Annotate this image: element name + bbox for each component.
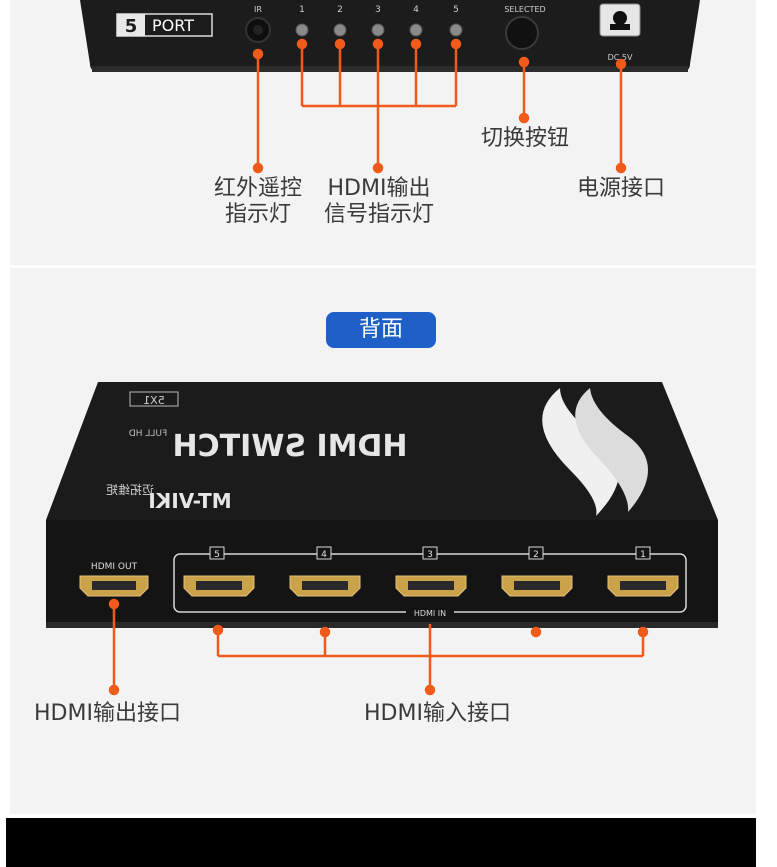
port-number-2: 2: [533, 550, 539, 560]
hdmi-in-port-5: [183, 575, 255, 597]
dc-port-hole: [613, 11, 627, 25]
hdmi-in-port-2: [501, 575, 573, 597]
port-number-boxes: [209, 546, 651, 560]
swoosh-logo: [542, 388, 648, 516]
hdmi-input-port-label: HDMI输入接口: [364, 701, 511, 726]
selected-tag: SELECTED: [504, 5, 545, 14]
ir-indicator-label: 红外遥控 指示灯: [198, 176, 318, 228]
port-number-4: 4: [321, 550, 327, 560]
hdmi-output-indicator-label: HDMI输出 信号指示灯: [312, 176, 446, 228]
dc-tag: DC 5V: [608, 53, 633, 62]
led-1: [295, 23, 309, 37]
hdmi-in-tag: HDMI IN: [414, 609, 446, 618]
ir-receiver-lens: [253, 25, 263, 35]
led-3: [371, 23, 385, 37]
brand-cn-text: 迈拓维矩: [106, 483, 154, 497]
led-5: [449, 23, 463, 37]
port-badge-number-bg: [117, 14, 145, 36]
device-name-text: HDMI SWITCH: [173, 429, 408, 464]
model-box: [129, 391, 179, 407]
switch-button-label: 切换按钮: [480, 126, 569, 151]
led-2: [333, 23, 347, 37]
hdmi-output-port-label: HDMI输出接口: [34, 701, 181, 726]
back-title-pill: 背面: [326, 312, 436, 348]
footer-black-bar: [6, 818, 756, 867]
back-device-bottom-lip: [46, 622, 718, 628]
hdmi-out-port: [79, 575, 149, 597]
led-number-1: 1: [299, 5, 305, 15]
hdmi-in-port-3: [395, 575, 467, 597]
port-badge-number: 5: [125, 16, 138, 37]
model-text: 5X1: [143, 394, 165, 407]
hdmi-out-label-line1: HDMI输出: [327, 176, 431, 201]
port-badge-text: PORT: [152, 16, 194, 35]
port-number-1: 1: [640, 550, 646, 560]
ir-label-line1: 红外遥控: [213, 176, 302, 201]
port-number-3: 3: [427, 550, 433, 560]
back-device-face: [46, 520, 718, 624]
port-number-5: 5: [214, 550, 220, 560]
led-4: [409, 23, 423, 37]
ir-tag: IR: [254, 5, 262, 14]
front-device-body: [80, 0, 700, 72]
hdmi-out-tag: HDMI OUT: [91, 562, 138, 572]
device-sub-text: FULL HD: [129, 429, 167, 439]
hdmi-in-tag-bg: [406, 606, 454, 618]
power-port-label: 电源接口: [576, 176, 665, 201]
hdmi-out-label-line2: 信号指示灯: [323, 202, 434, 227]
hdmi-in-ports: [183, 575, 679, 597]
ir-label-line2: 指示灯: [224, 202, 291, 227]
hdmi-in-port-4: [289, 575, 361, 597]
led-number-3: 3: [375, 5, 381, 15]
dc-port-slot: [610, 24, 630, 30]
front-callout-lines: [252, 38, 627, 174]
back-callout-lines: [108, 598, 649, 696]
led-group: 1 2 3 4 5: [295, 5, 463, 37]
led-number-5: 5: [453, 5, 459, 15]
led-number-4: 4: [413, 5, 419, 15]
led-number-2: 2: [337, 5, 343, 15]
selected-button: [505, 16, 539, 50]
front-device-lip: [92, 66, 688, 72]
hdmi-in-port-1: [607, 575, 679, 597]
brand-text: MT-VIKI: [148, 489, 231, 513]
